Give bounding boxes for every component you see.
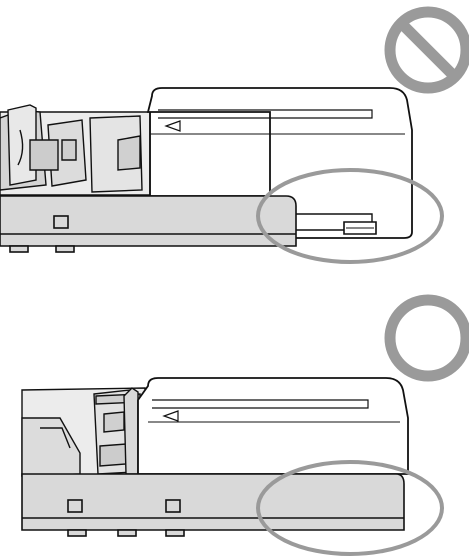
incorrect-placement-drawing (0, 6, 469, 264)
feeder-mechanism (0, 104, 151, 196)
feeder-mechanism (21, 387, 146, 477)
panel-correct-placement (0, 278, 469, 556)
allowed-circle-icon (384, 294, 469, 382)
document-tray (0, 195, 377, 253)
prohibited-icon (384, 6, 469, 94)
panel-incorrect-placement (0, 6, 469, 264)
highlight-ellipse (256, 460, 444, 556)
document-tray (21, 473, 405, 537)
scanner-body (137, 377, 409, 475)
highlight-ellipse (256, 168, 444, 264)
correct-placement-drawing (21, 294, 469, 556)
